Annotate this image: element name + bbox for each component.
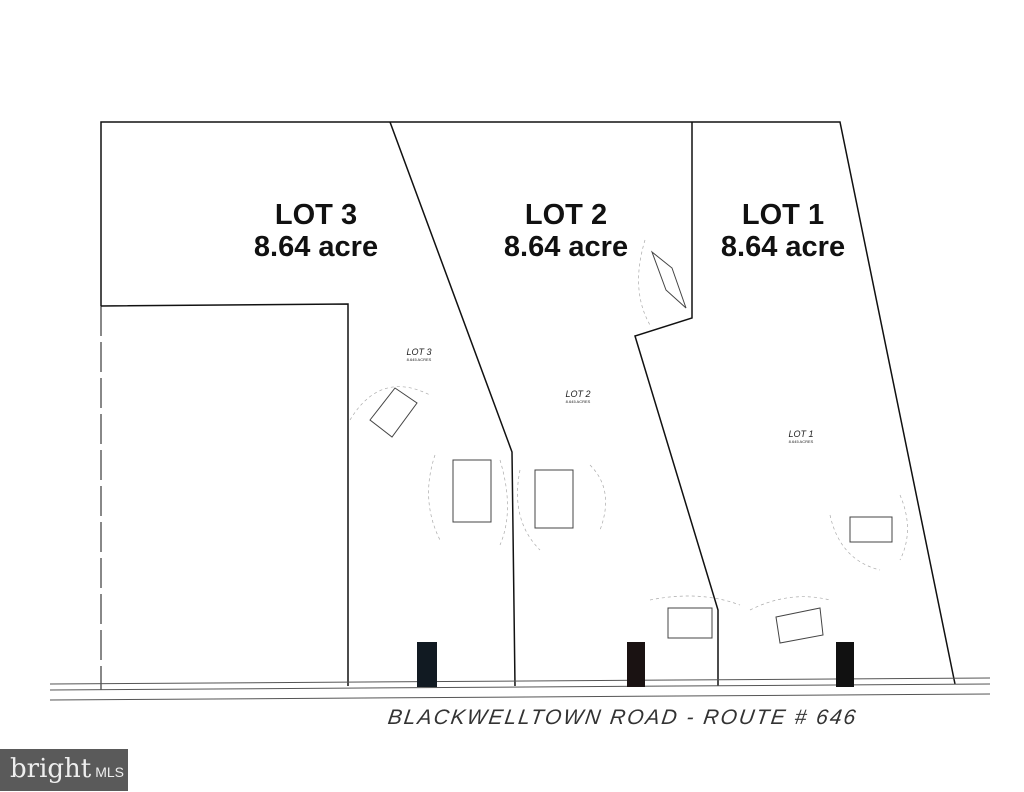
lot2-plat-title: LOT 2 — [565, 389, 591, 399]
contour-lines — [349, 239, 908, 611]
lot3-plat-area: 8.645 ACRES — [406, 357, 432, 362]
building-footprints — [369, 250, 893, 644]
lot3-lot2-divider — [389, 121, 516, 687]
lot2-plat-area: 8.645 ACRES — [565, 399, 591, 404]
driveway-marker-lot2 — [627, 642, 645, 687]
lot3-boundary — [100, 303, 349, 686]
road-lines — [49, 677, 991, 701]
driveway-marker-lot3 — [417, 642, 437, 687]
outer-boundary — [100, 121, 956, 685]
lot3-title: LOT 3 — [274, 199, 358, 231]
driveway-marker-lot1 — [836, 642, 854, 687]
logo-suffix: MLS — [95, 764, 125, 780]
lot2-area: 8.64 acre — [503, 231, 629, 263]
lot2-title: LOT 2 — [524, 199, 608, 231]
lot3-plat-title: LOT 3 — [406, 347, 432, 357]
lot2-lot1-divider — [634, 122, 719, 686]
logo-brand: bright — [10, 754, 92, 784]
lot1-plat-title: LOT 1 — [788, 429, 814, 439]
lot1-title: LOT 1 — [741, 199, 825, 231]
lot1-area: 8.64 acre — [720, 231, 846, 263]
road-label: BLACKWELLTOWN ROAD - ROUTE # 646 — [386, 706, 860, 729]
lot1-plat-area: 8.645 ACRES — [788, 439, 814, 444]
lot3-area: 8.64 acre — [253, 231, 379, 263]
